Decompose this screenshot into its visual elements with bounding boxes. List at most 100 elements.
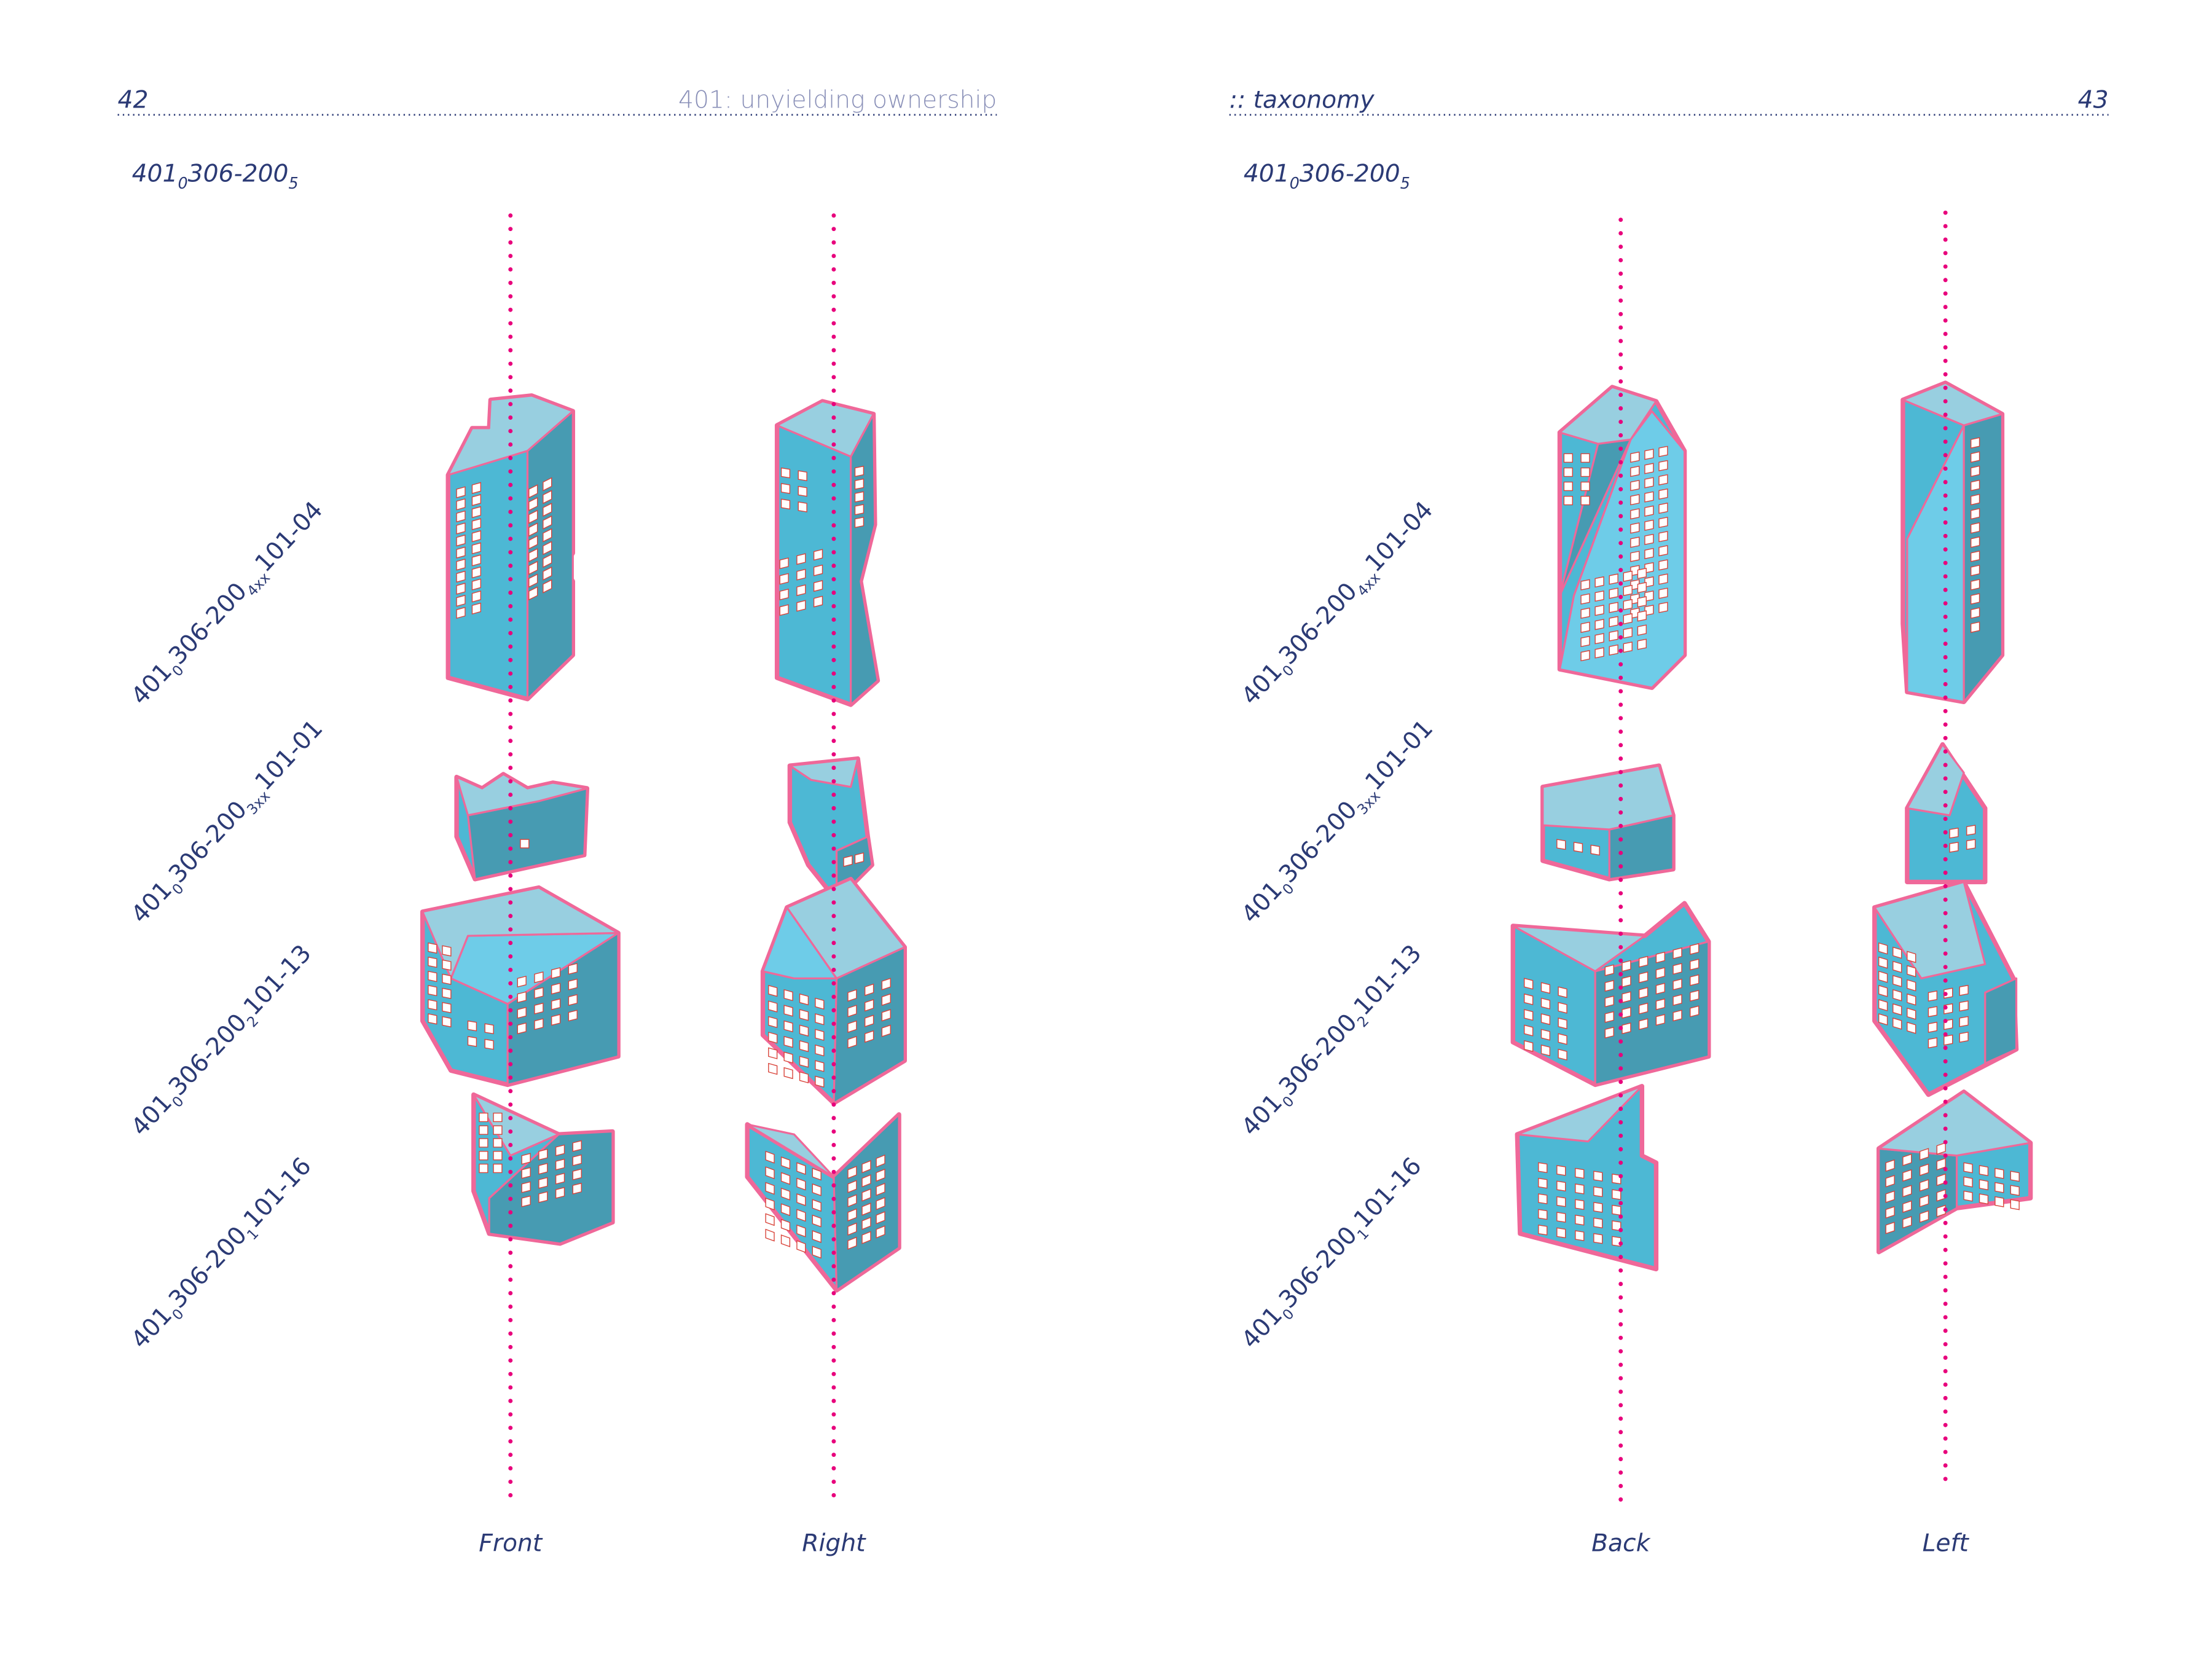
window bbox=[471, 506, 481, 519]
window bbox=[876, 1182, 885, 1196]
window bbox=[2010, 1171, 2020, 1182]
row-label-base: 401 bbox=[1236, 1301, 1288, 1354]
window bbox=[1630, 508, 1640, 520]
building-7 bbox=[760, 877, 907, 1106]
window bbox=[517, 1006, 527, 1019]
right-page-header: :: taxonomy 43 bbox=[1229, 86, 2109, 116]
window bbox=[534, 1002, 544, 1014]
row-label: 4010306-2004xx101-04 bbox=[126, 496, 332, 713]
window bbox=[1885, 1190, 1895, 1203]
row-label: 4010306-2002101-13 bbox=[1236, 939, 1430, 1145]
window bbox=[1558, 986, 1567, 998]
row-label-tail: 101-16 bbox=[1349, 1152, 1427, 1233]
window bbox=[551, 982, 561, 995]
window bbox=[1907, 965, 1916, 978]
window bbox=[768, 1016, 778, 1029]
window bbox=[471, 554, 481, 567]
window bbox=[812, 1183, 822, 1196]
window bbox=[484, 1023, 494, 1035]
building-face bbox=[1878, 1091, 2032, 1157]
window bbox=[796, 1193, 806, 1206]
building-face bbox=[1902, 382, 2004, 426]
window bbox=[471, 578, 481, 590]
window bbox=[471, 530, 481, 543]
building-3 bbox=[420, 885, 621, 1088]
window bbox=[1622, 1006, 1631, 1019]
window bbox=[1590, 844, 1600, 856]
row-label-mid: 306-200 bbox=[163, 796, 253, 888]
window bbox=[796, 568, 806, 581]
window bbox=[568, 1010, 578, 1022]
window bbox=[796, 553, 806, 565]
window bbox=[796, 1177, 806, 1191]
row-label-mid: 306-200 bbox=[163, 1222, 253, 1314]
window bbox=[1971, 607, 1980, 619]
building-16 bbox=[1877, 1089, 2033, 1255]
window bbox=[812, 1167, 822, 1181]
building-face bbox=[1512, 925, 1646, 973]
window bbox=[521, 1195, 531, 1207]
window bbox=[1907, 979, 1916, 992]
building-face bbox=[1516, 1085, 1643, 1143]
window bbox=[881, 993, 891, 1006]
row-label-tail: 101-01 bbox=[250, 715, 329, 796]
window bbox=[1556, 839, 1566, 850]
row-label-mid: 306-200 bbox=[1274, 1222, 1363, 1314]
row-label-base: 401 bbox=[126, 1089, 178, 1141]
window bbox=[1580, 579, 1590, 590]
window bbox=[843, 855, 853, 867]
window bbox=[1612, 1204, 1622, 1216]
window bbox=[493, 1138, 503, 1148]
window bbox=[780, 1218, 791, 1232]
window bbox=[1658, 587, 1668, 599]
window bbox=[1907, 951, 1916, 963]
window bbox=[799, 1056, 809, 1068]
window bbox=[456, 486, 466, 498]
row-label-mid: 306-200 bbox=[1274, 796, 1363, 888]
window bbox=[813, 580, 823, 592]
window bbox=[1892, 1017, 1902, 1030]
window bbox=[876, 1197, 885, 1210]
window bbox=[1609, 630, 1618, 641]
row-label-base: 401 bbox=[1236, 658, 1288, 710]
window bbox=[521, 1167, 531, 1179]
window bbox=[796, 584, 806, 597]
window bbox=[534, 1018, 544, 1030]
row-label: 4010306-2003xx101-01 bbox=[1236, 715, 1442, 931]
window bbox=[1971, 621, 1980, 633]
window bbox=[467, 1020, 477, 1032]
window bbox=[1943, 1034, 1953, 1046]
window bbox=[783, 1020, 793, 1033]
window bbox=[528, 535, 538, 550]
window bbox=[768, 1032, 778, 1044]
window bbox=[534, 971, 544, 984]
window bbox=[861, 1217, 871, 1230]
window bbox=[799, 993, 809, 1006]
window bbox=[1902, 1185, 1912, 1198]
building-face bbox=[1963, 413, 2004, 703]
window bbox=[1658, 474, 1668, 486]
window bbox=[783, 1036, 793, 1048]
window bbox=[783, 1051, 793, 1064]
window bbox=[1655, 998, 1665, 1010]
window bbox=[1919, 1179, 1929, 1192]
window bbox=[1623, 613, 1633, 625]
window bbox=[1609, 644, 1618, 656]
window bbox=[543, 541, 552, 555]
row-label-mid: 306-200 bbox=[1274, 578, 1363, 670]
window bbox=[572, 1140, 582, 1152]
building-11 bbox=[1510, 901, 1711, 1088]
window bbox=[517, 991, 527, 1003]
window bbox=[813, 564, 823, 576]
window bbox=[815, 1029, 825, 1041]
window bbox=[1604, 1011, 1614, 1023]
window bbox=[1979, 1165, 1989, 1177]
window bbox=[783, 989, 793, 1002]
view-axes bbox=[508, 210, 1948, 1502]
window bbox=[847, 1180, 857, 1193]
window bbox=[796, 1162, 806, 1175]
section-sub: 5 bbox=[289, 174, 299, 192]
window bbox=[1966, 825, 1976, 836]
window bbox=[798, 501, 807, 512]
window bbox=[1630, 494, 1640, 506]
